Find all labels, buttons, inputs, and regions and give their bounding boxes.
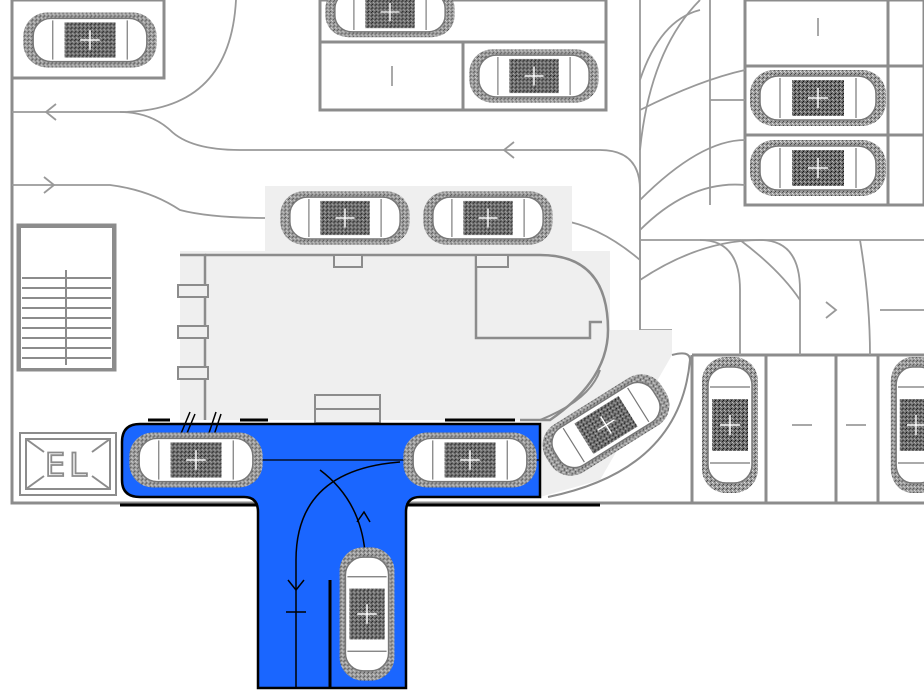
car-icon [22,11,158,69]
car-icon [749,69,887,127]
car-icon [128,431,264,489]
car-icon [468,48,600,104]
car-icon [422,190,554,246]
outer-walls [10,0,924,505]
direction-arrow-icon [43,103,838,319]
car-icon [324,0,456,38]
elevator-icon [19,432,117,496]
stairs-icon [19,226,114,370]
car-icon [701,356,759,494]
highlighted-maneuver-area [120,411,600,690]
stall-ticks [391,18,866,426]
driving-lanes [12,0,924,356]
car-icon [338,546,396,682]
elevator-label: EL [45,446,91,484]
car-icon [402,431,538,489]
car-icon [749,139,887,197]
car-icon [279,190,411,246]
car-icon [890,356,924,494]
parking-stalls [10,0,924,503]
